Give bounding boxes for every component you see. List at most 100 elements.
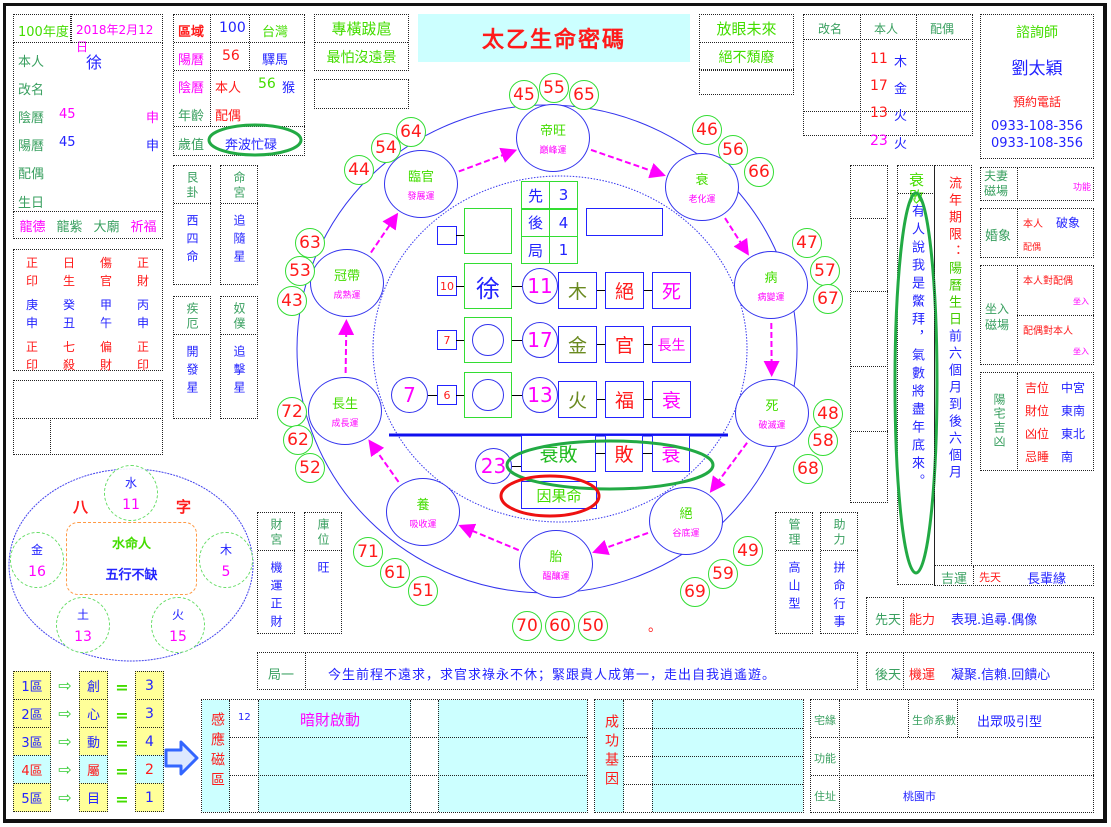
stage-circle-5[interactable]: 胎醞釀運: [519, 530, 593, 598]
cell: 衰: [652, 381, 691, 418]
name-box: [464, 208, 512, 254]
bazi-char: 印: [26, 358, 39, 372]
stroke-count: 11: [870, 51, 888, 67]
highlight-ellipse: [207, 123, 303, 157]
cell: 長生: [652, 326, 691, 363]
element-value: 5: [221, 564, 231, 580]
palace-body: 拼命行事: [832, 561, 846, 633]
region-place: 台灣: [262, 25, 289, 40]
bazi-char: 官: [100, 274, 113, 288]
stage-circle-1[interactable]: 衰老化運: [665, 153, 739, 221]
couple-value: 功能: [1073, 183, 1092, 193]
divider: [249, 15, 250, 70]
bazi-char: 財: [137, 274, 150, 288]
solar-label: 陽曆: [18, 139, 45, 154]
gene-label-cell: [595, 700, 624, 812]
stage-sub: 破滅運: [758, 421, 786, 431]
bazi-char: 正: [26, 340, 39, 354]
zone-label: 4區: [13, 755, 51, 784]
stage-circle-7[interactable]: 長生成長運: [308, 377, 382, 445]
cell: 火: [558, 381, 597, 418]
rename-label: 改名: [18, 83, 45, 98]
induction-table: 感應磁區 12 暗財啟動: [201, 699, 588, 813]
stage-sub: 成熟運: [333, 291, 361, 301]
divider: [851, 431, 888, 432]
stage-circle-0[interactable]: 帝旺巔峰運: [516, 104, 590, 172]
poem-row: 局一 今生前程不遠求，求官求祿永不休；緊跟貴人成第一，走出自我逍遙遊。: [257, 652, 858, 690]
phone-number[interactable]: 0933-108-356: [990, 136, 1084, 151]
zone-value: 4: [135, 727, 164, 756]
xhj-value: 3: [549, 181, 578, 209]
stage-name: 絕: [679, 507, 693, 522]
arrow-icon: ⇨: [58, 731, 72, 751]
acquired-value: 凝聚.信賴.回饋心: [951, 668, 1051, 683]
solar-value: 45: [59, 135, 76, 150]
num-circle: 13: [522, 377, 558, 413]
stage-circle-2[interactable]: 病病變運: [734, 251, 808, 319]
bazi-ellipse: [8, 468, 254, 662]
spouse-label: 配偶: [18, 167, 45, 182]
flow-arrow: [592, 531, 649, 555]
suizhi-value: 奔波忙碌: [225, 138, 278, 153]
divider: [957, 700, 958, 737]
bazi-char: 丙: [137, 298, 150, 312]
cell: 死: [652, 272, 691, 309]
age-circle: 65: [569, 80, 599, 110]
age-circle: 70: [512, 611, 542, 641]
suizhi-label: 歲值: [178, 138, 205, 153]
address-label: 住址: [814, 790, 836, 803]
function-label: 功能: [814, 752, 836, 765]
stage-circle-8[interactable]: 冠帶成熟運: [310, 249, 384, 317]
age-circle: 72: [277, 397, 307, 427]
connector: [597, 344, 605, 345]
stage-circle-9[interactable]: 臨官發展運: [384, 150, 458, 218]
divider: [839, 700, 840, 812]
house-row-label: 吉位: [1025, 381, 1050, 395]
connector: [456, 395, 464, 396]
right-arrow-icon: [164, 740, 199, 776]
phone-label: 預約電話: [1012, 95, 1061, 109]
luck-value: 長輩緣: [1027, 572, 1067, 587]
stage-sub: 病變運: [757, 293, 785, 303]
induction-label: 感應磁區: [209, 712, 225, 792]
empty-box: [699, 69, 794, 95]
stage-circle-3[interactable]: 死破滅運: [735, 379, 809, 447]
bazi-title-right: 字: [176, 498, 192, 516]
bazi-char: 丑: [63, 316, 76, 330]
divider: [821, 550, 858, 551]
period-column: 流年期限：陽曆生日前六個月到後六個月: [934, 165, 972, 566]
bazi-char: 生: [63, 274, 76, 288]
header-spouse: 配偶: [930, 22, 955, 36]
element-value: 16: [28, 564, 46, 580]
stage-circle-4[interactable]: 絕谷底運: [649, 487, 723, 555]
total-cell: 敗: [605, 435, 643, 472]
zone-word: 動: [79, 727, 108, 756]
luck-row: 吉運 先天 長輩緣: [934, 565, 1094, 587]
zone-value: 3: [135, 671, 164, 700]
bazi-char: 殺: [63, 358, 76, 372]
phone-number[interactable]: 0933-108-356: [990, 119, 1084, 134]
xhj-value: 4: [549, 208, 578, 237]
divider: [851, 366, 888, 367]
stage-circle-6[interactable]: 養吸收運: [386, 478, 460, 546]
marriage-self-value: 破象: [1056, 216, 1081, 230]
gene-table: 成功基因: [594, 699, 804, 813]
divider: [916, 15, 917, 136]
solar-value: 56: [222, 48, 240, 64]
cell: 木: [558, 272, 597, 309]
acquired-row: 後天 機運 凝聚.信賴.回饋心: [866, 652, 1094, 690]
palace-body: 高山型: [787, 561, 801, 615]
total-element: 火: [894, 137, 908, 152]
divider: [851, 218, 888, 219]
palace-7: 助力拼命行事: [820, 512, 858, 634]
element-name: 水: [124, 476, 137, 490]
stroke-count: 17: [870, 78, 888, 94]
motto-line: 專橫跋扈: [315, 15, 408, 43]
palace-1: 命宮追隨星: [220, 165, 258, 285]
age-circle: 49: [733, 536, 763, 566]
element-value: 13: [74, 629, 92, 645]
palace-title: 艮卦: [185, 171, 199, 201]
poem-label: 局一: [268, 668, 295, 683]
page-title: 太乙生命密碼: [418, 14, 690, 62]
